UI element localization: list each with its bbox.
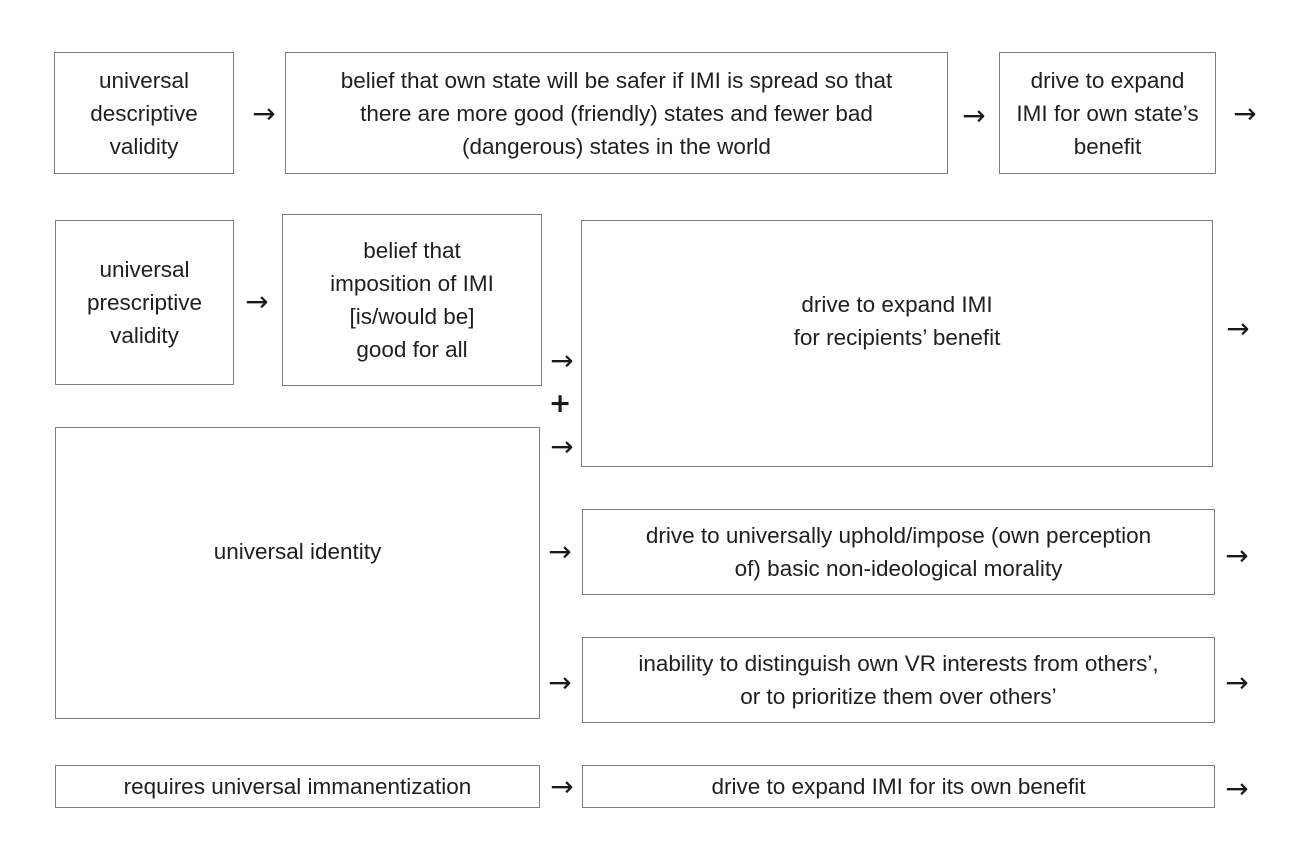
- node-inability-distinguish-vr-label: inability to distinguish own VR interest…: [638, 651, 1159, 709]
- arrow-out-recipients-icon: →: [1226, 312, 1250, 345]
- node-universal-descriptive-validity-label: universal descriptive validity: [90, 67, 198, 159]
- node-universal-prescriptive-validity: universal prescriptive validity: [55, 220, 234, 385]
- arrow-belief-to-drive-own-state-icon: →: [962, 99, 986, 132]
- node-universal-prescriptive-validity-label: universal prescriptive validity: [86, 257, 203, 348]
- node-universal-descriptive-validity: universal descriptive validity: [54, 52, 234, 174]
- node-drive-expand-own-benefit: drive to expand IMI for its own benefit: [582, 765, 1215, 808]
- node-drive-uphold-morality: drive to universally uphold/impose (own …: [582, 509, 1215, 595]
- arrow-prescriptive-to-belief-icon: →: [245, 285, 269, 318]
- arrow-descriptive-to-belief-icon: →: [252, 97, 276, 130]
- plus-sign-icon: +: [548, 387, 572, 419]
- arrow-identity-to-recipients-icon: →: [550, 430, 574, 463]
- node-drive-expand-recipients: drive to expand IMI for recipients’ bene…: [581, 220, 1213, 467]
- arrow-immanentization-to-drive-icon: →: [550, 770, 574, 803]
- node-belief-spread-safer-label: belief that own state will be safer if I…: [340, 67, 893, 159]
- arrow-out-morality-icon: →: [1225, 539, 1249, 572]
- node-universal-identity: universal identity: [55, 427, 540, 719]
- node-drive-expand-own-benefit-label: drive to expand IMI for its own benefit: [711, 774, 1086, 799]
- arrow-belief-to-recipients-icon: →: [550, 344, 574, 377]
- arrow-out-own-benefit-icon: →: [1225, 772, 1249, 805]
- arrow-identity-to-inability-icon: →: [548, 666, 572, 699]
- node-drive-uphold-morality-label: drive to universally uphold/impose (own …: [645, 523, 1152, 581]
- arrow-identity-to-morality-icon: →: [548, 535, 572, 568]
- node-belief-imposition-good: belief that imposition of IMI [is/would …: [282, 214, 542, 386]
- node-drive-expand-own-state-label: drive to expand IMI for own state’s bene…: [1016, 67, 1199, 159]
- node-requires-universal-immanentization-label: requires universal immanentization: [123, 774, 472, 799]
- node-drive-expand-recipients-label: drive to expand IMI for recipients’ bene…: [793, 291, 1001, 350]
- node-inability-distinguish-vr: inability to distinguish own VR interest…: [582, 637, 1215, 723]
- node-belief-imposition-good-label: belief that imposition of IMI [is/would …: [330, 238, 494, 362]
- node-universal-identity-label: universal identity: [213, 538, 382, 564]
- node-belief-spread-safer: belief that own state will be safer if I…: [285, 52, 948, 174]
- node-drive-expand-own-state: drive to expand IMI for own state’s bene…: [999, 52, 1216, 174]
- arrow-out-row1-icon: →: [1233, 97, 1257, 130]
- node-requires-universal-immanentization: requires universal immanentization: [55, 765, 540, 808]
- arrow-out-inability-icon: →: [1225, 666, 1249, 699]
